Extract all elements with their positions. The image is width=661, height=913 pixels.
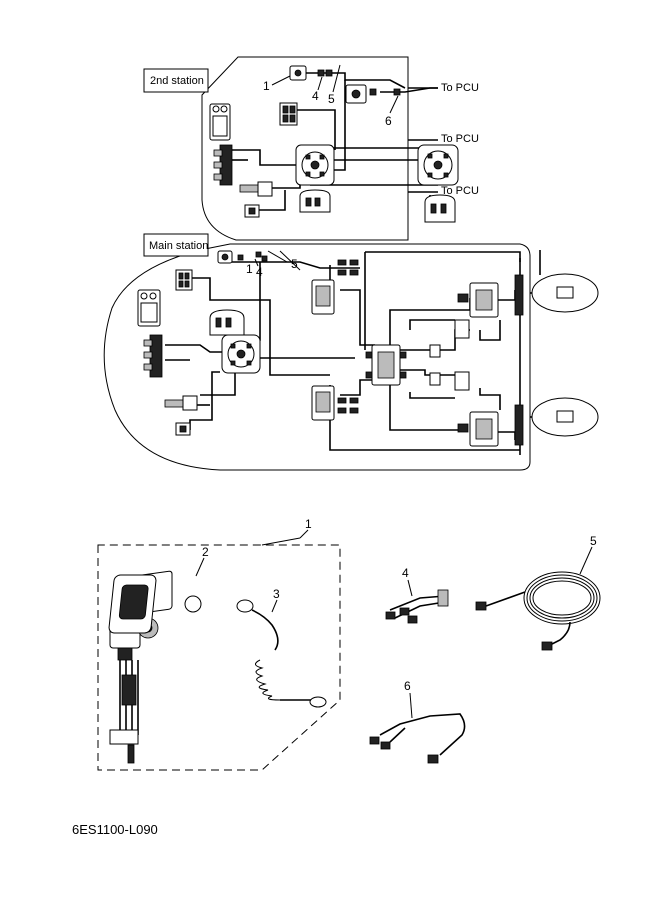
callout-main-5: 5 [291, 257, 298, 271]
to-pcu-label-3: To PCU [441, 185, 479, 197]
main-station-label: Main station [149, 240, 208, 252]
callout-main-1: 1 [246, 262, 253, 276]
second-station-label: 2nd station [150, 75, 204, 87]
callout-top-6: 6 [385, 114, 392, 128]
to-pcu-label-1: To PCU [441, 82, 479, 94]
main-station-area: Main station [103, 233, 599, 471]
part-5-ref: 5 [590, 534, 597, 548]
callout-top-5: 5 [328, 92, 335, 106]
callout-top-1: 1 [263, 79, 270, 93]
switch-cover [108, 574, 202, 634]
sub-harness [369, 713, 466, 764]
part-1-ref: 1 [305, 517, 312, 531]
parts-illustration: 1 2 [97, 517, 601, 771]
part-3-ref: 3 [273, 587, 280, 601]
part-6-ref: 6 [404, 679, 411, 693]
engine-stop-lanyard [236, 599, 327, 708]
callout-main-4: 4 [256, 265, 263, 279]
callout-top-4: 4 [312, 89, 319, 103]
to-pcu-label-2: To PCU [441, 133, 479, 145]
extension-cable-coil [475, 571, 601, 651]
part-2-ref: 2 [202, 545, 209, 559]
part-4-ref: 4 [402, 566, 409, 580]
figure-code: 6ES1100-L090 [72, 822, 158, 837]
second-station-area: 2nd station [143, 56, 479, 241]
y-harness [385, 589, 449, 624]
